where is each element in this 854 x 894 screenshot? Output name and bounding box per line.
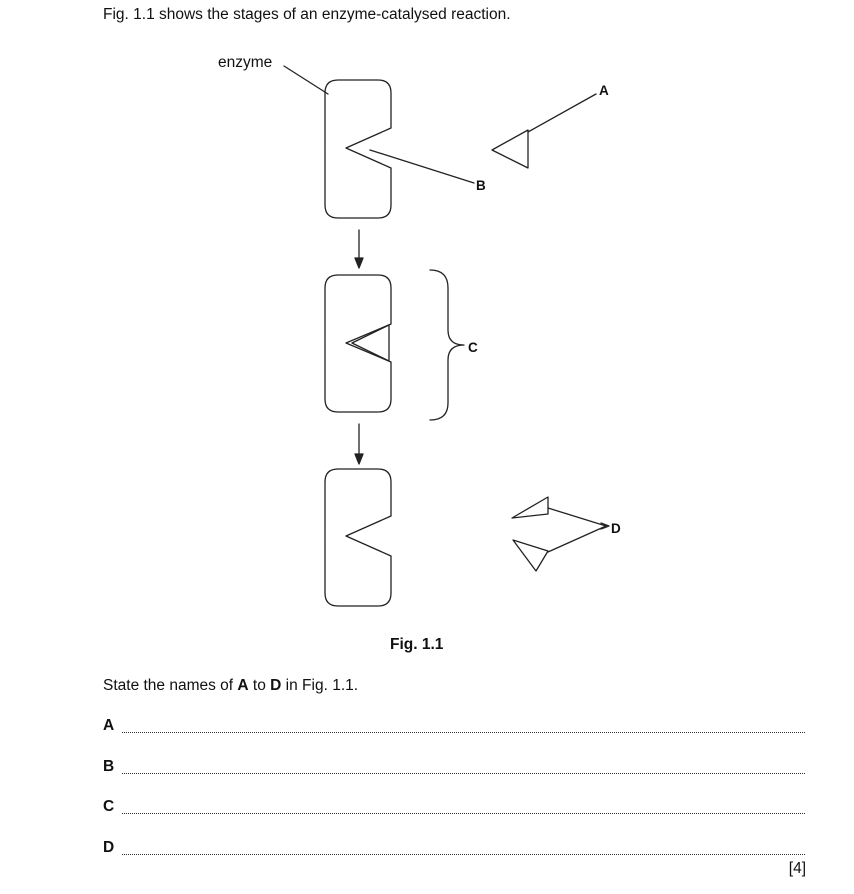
brace-c (429, 269, 465, 421)
question-suffix: in Fig. 1.1. (281, 677, 359, 694)
arrowhead-2 (354, 453, 364, 465)
label-b-line (369, 149, 475, 184)
enzyme-label-line (283, 65, 329, 95)
answer-line-a[interactable] (122, 732, 805, 733)
answer-label-c: C (103, 798, 115, 815)
figure-caption: Fig. 1.1 (390, 636, 444, 653)
answer-label-d: D (103, 839, 115, 856)
enzyme-reaction-diagram: enzyme A B C D (218, 54, 621, 607)
substrate-in-active-site (351, 324, 390, 362)
arrowhead-1 (354, 257, 364, 269)
answer-line-c[interactable] (122, 813, 805, 814)
answer-row-d[interactable]: D (103, 840, 805, 860)
question-prefix: State the names of (103, 677, 238, 694)
label-d: D (611, 521, 621, 536)
answer-line-d[interactable] (122, 854, 805, 855)
marks-total: [4] (788, 860, 806, 877)
question-middle: to (248, 677, 271, 694)
enzyme-shape-stage3 (324, 468, 392, 607)
label-d-line-1 (547, 507, 607, 527)
label-a-line (527, 93, 597, 133)
label-b: B (476, 178, 486, 193)
substrate-a-triangle (491, 129, 529, 169)
enzyme-label: enzyme (218, 54, 272, 71)
label-d-pointer (600, 522, 610, 530)
answer-row-a[interactable]: A (103, 718, 805, 738)
label-a: A (599, 83, 609, 98)
enzyme-shape-stage2 (324, 274, 392, 413)
answer-row-c[interactable]: C (103, 799, 805, 819)
question-from-letter: A (237, 677, 249, 694)
intro-text: Fig. 1.1 shows the stages of an enzyme-c… (103, 6, 511, 23)
answer-label-a: A (103, 717, 115, 734)
label-d-line-2 (547, 525, 607, 553)
label-c: C (468, 340, 478, 355)
question-to-letter: D (270, 677, 282, 694)
question-text: State the names of A to D in Fig. 1.1. (103, 678, 358, 694)
enzyme-shape-stage1 (324, 79, 392, 219)
answer-label-b: B (103, 758, 115, 775)
answer-row-b[interactable]: B (103, 759, 805, 779)
product-triangle-2 (512, 539, 549, 572)
answer-line-b[interactable] (122, 773, 805, 774)
product-triangle-1 (511, 496, 549, 519)
